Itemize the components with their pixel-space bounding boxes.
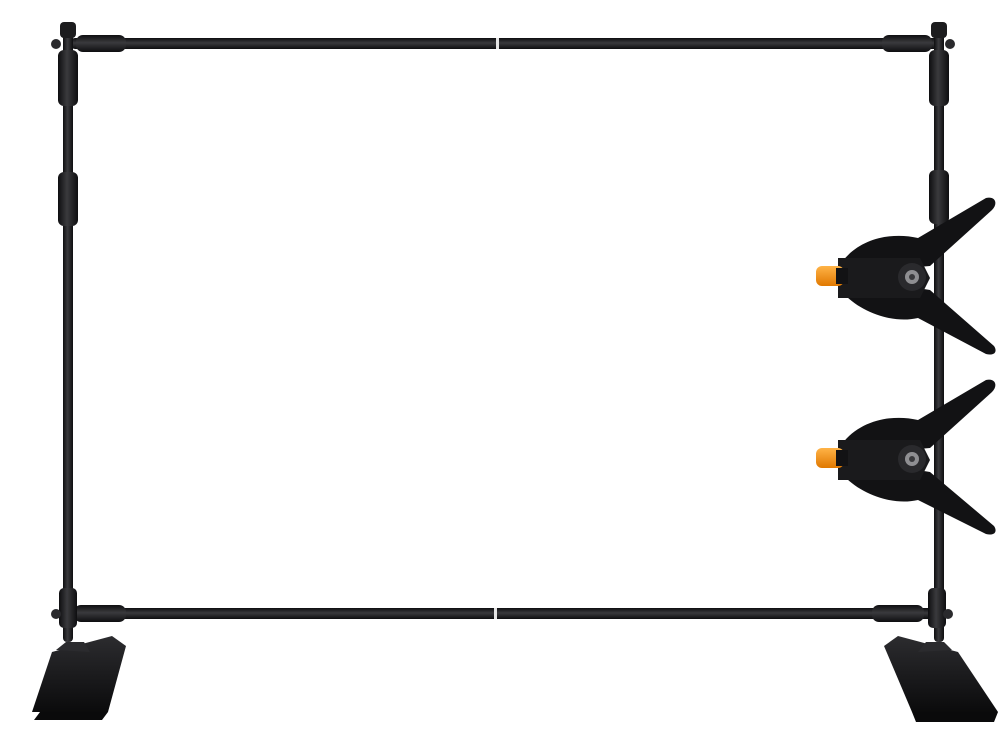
backdrop-frame-icon xyxy=(51,22,955,642)
spring-clamp-icon xyxy=(816,197,996,355)
top-crossbar xyxy=(70,35,940,52)
weighted-base-icon xyxy=(32,636,126,720)
left-base xyxy=(32,636,126,720)
right-base xyxy=(884,636,998,722)
weighted-base-icon xyxy=(884,636,998,722)
bottom-crossbar xyxy=(68,605,938,622)
lower-clamp xyxy=(816,379,996,535)
spring-clamp-icon xyxy=(816,379,996,535)
left-upright xyxy=(51,22,78,642)
upper-clamp xyxy=(816,197,996,355)
